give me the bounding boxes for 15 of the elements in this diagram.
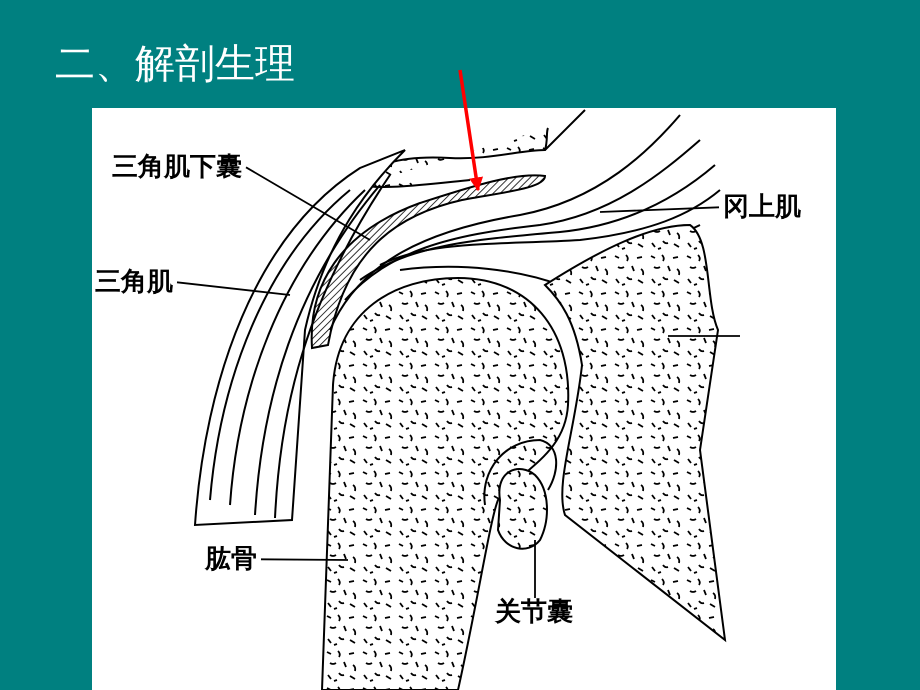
joint-capsule-drawing: [483, 439, 558, 550]
slide-title: 二、解剖生理: [55, 40, 295, 89]
arrow: [458, 70, 484, 192]
leader-line: [534, 540, 536, 598]
part-label: 三角肌下囊: [112, 153, 242, 182]
leader-line: [600, 206, 720, 213]
part-label: 肱骨: [205, 545, 257, 574]
part-label: 冈上肌: [723, 193, 801, 222]
part-label: 三角肌: [95, 268, 173, 297]
bursa-drawing: [310, 174, 546, 349]
leader-line: [246, 166, 370, 241]
part-label: 关节囊: [495, 598, 573, 627]
leader-line: [668, 335, 740, 337]
leader-line: [261, 558, 348, 561]
leader-line: [176, 281, 290, 296]
